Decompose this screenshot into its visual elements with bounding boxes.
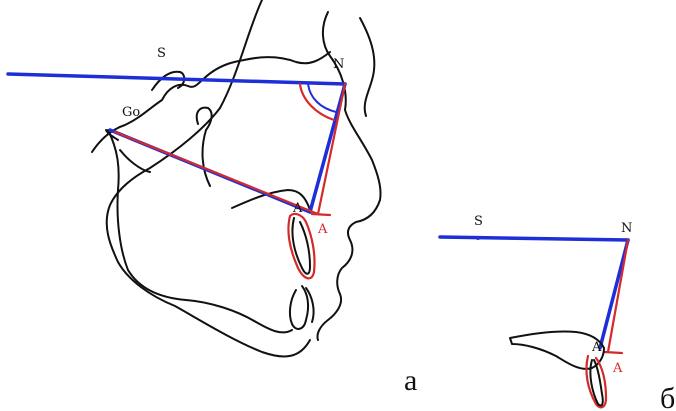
label-go: Go: [122, 105, 140, 120]
mandible-outline: [107, 129, 293, 334]
b-maxilla-outline: [509, 330, 605, 370]
b-incisor-red: [585, 354, 608, 409]
sn-line: [6, 72, 347, 86]
b-a-point-red-mark: [602, 350, 624, 355]
label-n: N: [333, 57, 344, 72]
sella-turcica: [151, 70, 186, 91]
lower-incisor-2: [305, 287, 315, 323]
b-s-point: [476, 236, 480, 240]
pterygoid-outline: [119, 149, 151, 173]
b-label-s: S: [474, 214, 483, 229]
skull-outline: [105, 0, 311, 358]
panel-b-letter: б: [660, 382, 675, 411]
panel-a-letter: a: [404, 364, 417, 397]
go-a-red-line: [113, 130, 320, 216]
upper-incisor-red: [287, 212, 316, 280]
face-profile: [316, 11, 382, 341]
b-sn-line: [438, 235, 630, 242]
orbit-outline: [195, 106, 213, 187]
b-label-a-red: A: [612, 361, 623, 376]
b-incisor-black: [589, 359, 604, 407]
panel-b: S N A A б: [438, 214, 675, 411]
upper-incisor-black: [291, 217, 311, 275]
b-label-a-black: A: [591, 340, 602, 355]
angle-arc-red: [298, 82, 336, 122]
b-n-a-line: [598, 238, 630, 350]
nasal-bone: [359, 17, 376, 117]
label-a-black: A: [292, 201, 303, 216]
panel-a: S N Go A A a: [6, 0, 417, 397]
b-label-n: N: [621, 221, 632, 236]
lower-incisor: [288, 285, 310, 330]
b-n-a-red-line: [606, 238, 630, 354]
sella-outline: [91, 51, 331, 153]
a-point-red-mark: [310, 212, 332, 217]
angle-arc-blue: [307, 83, 337, 113]
label-s: S: [157, 46, 166, 61]
label-a-red: A: [317, 222, 328, 237]
ramus-outline: [105, 129, 119, 141]
n-a-red-line: [316, 82, 347, 216]
n-a-line: [308, 82, 347, 214]
maxilla-outline: [231, 189, 311, 211]
